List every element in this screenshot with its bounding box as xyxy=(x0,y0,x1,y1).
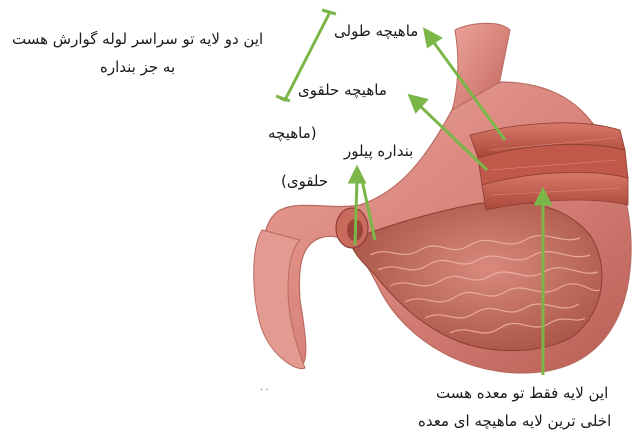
label-pyloric-sphincter: بنداره پیلور xyxy=(344,140,413,162)
label-longitudinal-muscle: ماهیچه طولی xyxy=(334,20,418,42)
note-top-line1: این دو لایه تو سراسر لوله گوارش هست xyxy=(12,28,263,50)
label-paren-line2: حلقوی) xyxy=(281,170,328,192)
label-paren-line1: (ماهیچه xyxy=(268,122,317,144)
svg-text:. .: . . xyxy=(260,383,269,393)
arrow-pylorus-a xyxy=(355,178,357,245)
note-bottom-line1: این لایه فقط تو معده هست xyxy=(436,382,608,404)
label-circular-muscle: ماهیچه حلقوی xyxy=(298,79,387,101)
note-top-line2: به جز بنداره xyxy=(100,56,175,78)
note-bottom-line2: اخلی ترین لایه ماهیچه ای معده xyxy=(418,410,611,432)
